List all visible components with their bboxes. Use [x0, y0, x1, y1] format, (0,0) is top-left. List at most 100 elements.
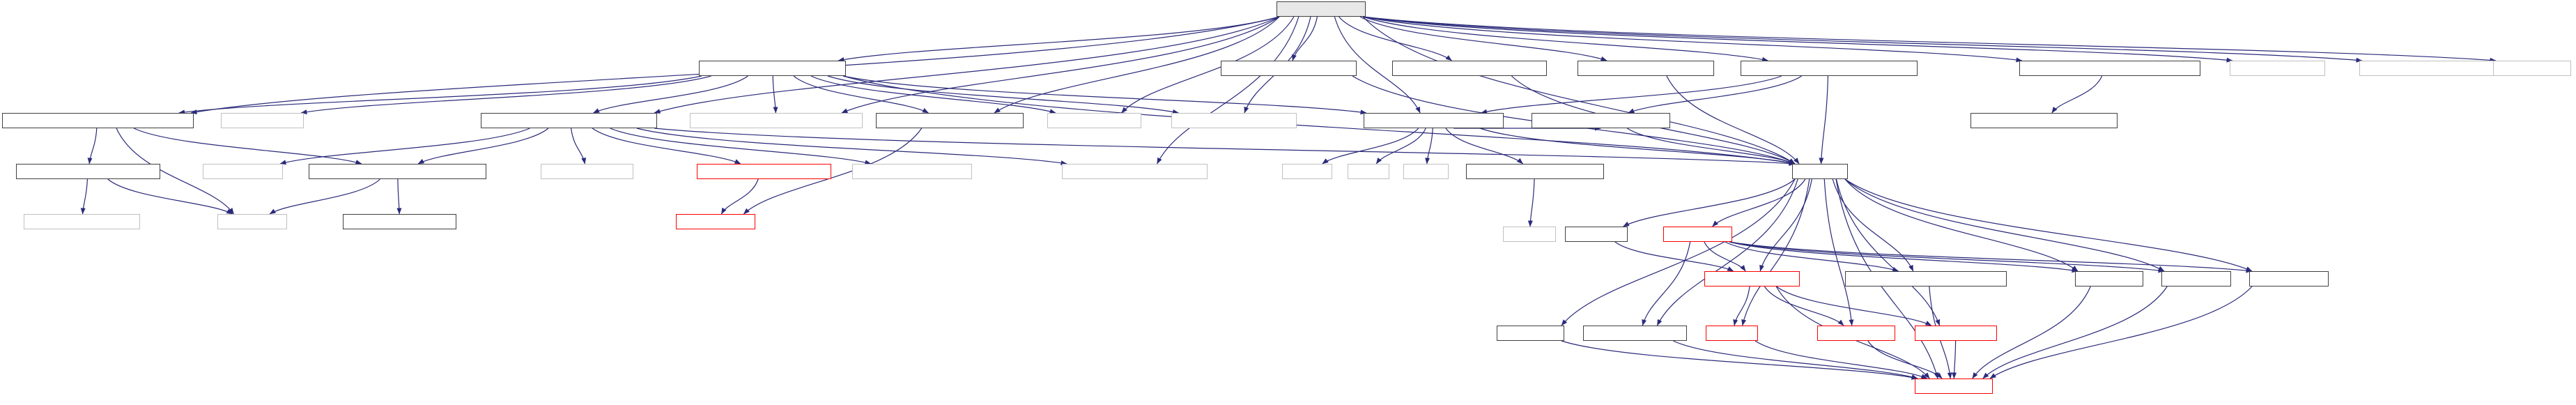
graph-node-iostream[interactable]: [1282, 164, 1332, 179]
graph-node-limits[interactable]: [343, 214, 456, 229]
graph-node-kfbase[interactable]: [1466, 164, 1604, 179]
graph-node-float32[interactable]: [1047, 113, 1141, 128]
edge-ros_init-to-ros_forwards: [1754, 340, 1928, 379]
edge-ekf3d_hpp-to-bodyforcereq: [827, 75, 1179, 114]
edge-kfcore-to-iostream: [1322, 128, 1419, 165]
graph-node-transform_listener[interactable]: [697, 164, 831, 179]
graph-node-ros_service_server[interactable]: [1583, 326, 1687, 341]
graph-node-ldtrav[interactable]: [2, 113, 194, 128]
graph-node-boost_noncopyable[interactable]: [24, 214, 140, 229]
edge-ros_param-to-ros_forwards: [1561, 340, 1918, 380]
graph-node-kfcore[interactable]: [1364, 113, 1504, 128]
edge-ekf3d_cpp-to-conversions: [1359, 16, 1607, 61]
graph-node-dynamicsloader[interactable]: [1392, 61, 1547, 76]
edge-ekf3d_cpp-to-navsts: [1362, 16, 2233, 63]
edge-ros_service-to-ros_single_sub_pub: [1725, 241, 1899, 272]
graph-node-ros_param[interactable]: [1497, 326, 1564, 341]
graph-node-vector[interactable]: [1348, 164, 1389, 179]
graph-node-boost_bind[interactable]: [2493, 61, 2571, 76]
edge-kfcore-to-kfbase: [1445, 128, 1523, 165]
graph-node-numbermanip[interactable]: [309, 164, 486, 179]
edge-ros_node_handle-to-ros_subscriber: [1776, 286, 1932, 326]
graph-node-bodyforcereq[interactable]: [1171, 113, 1297, 128]
edge-matrixloader-to-ros_ros: [1626, 128, 1796, 165]
graph-node-ros_service[interactable]: [1663, 227, 1732, 242]
graph-node-cassert[interactable]: [1403, 164, 1449, 179]
graph-node-conversions[interactable]: [1578, 61, 1714, 76]
edge-ssmodel-to-eigen_dense: [107, 178, 233, 215]
edge-ekf3d_hpp-to-transform_broadcaster: [793, 75, 929, 114]
edge-ekf3d_hpp-to-ned: [300, 75, 711, 114]
graph-node-ros_publisher[interactable]: [1817, 326, 1895, 341]
graph-node-navsatfix[interactable]: [852, 164, 972, 179]
edge-kfbase-to-stdexcept: [1527, 178, 1535, 227]
graph-node-ros_node_handle[interactable]: [1704, 271, 1800, 286]
edge-ros_topic-to-ros_node_handle: [1614, 241, 1734, 272]
graph-node-ros_topic[interactable]: [1565, 227, 1628, 242]
graph-node-ros_this_node[interactable]: [2249, 271, 2329, 286]
graph-node-stdexcept[interactable]: [1503, 227, 1556, 242]
graph-node-ssmodel[interactable]: [16, 164, 160, 179]
edge-sensorhandlers-to-ros_ros: [654, 128, 1796, 166]
graph-node-ned[interactable]: [221, 113, 304, 128]
graph-node-ros_ros[interactable]: [1792, 164, 1848, 179]
edge-ros_ros-to-ros_topic: [1623, 178, 1796, 227]
edge-ekf3d_hpp-to-sensorhandlers: [593, 75, 748, 114]
graph-node-ekf3d_cpp[interactable]: [1277, 1, 1366, 17]
edge-transform_broadcaster-to-tf2_buffer: [743, 128, 923, 215]
edge-ekf3d_hpp-to-ldtrav: [178, 75, 702, 115]
edge-ekf3d_cpp-to-sensorhandlers: [654, 16, 1280, 114]
graph-node-ros_forwards[interactable]: [1915, 379, 1993, 394]
edge-sensorhandlers-to-imu: [571, 128, 587, 165]
graph-node-geoutilities[interactable]: [1221, 61, 1357, 76]
graph-node-ekf3d_hpp[interactable]: [699, 61, 846, 76]
edge-ekf3d_cpp-to-ekf3d_hpp: [838, 16, 1280, 62]
edge-ros_ros-to-ros_forwards: [1835, 178, 1939, 379]
graph-node-ros_master[interactable]: [2161, 271, 2231, 286]
edge-numbermanip-to-limits: [396, 178, 402, 215]
edge-dynamicsparams-to-matrixfwd: [2051, 75, 2103, 114]
graph-node-transform_broadcaster[interactable]: [876, 113, 1024, 128]
edge-kfmodelloader-to-kfcore: [1481, 75, 1782, 114]
edge-ros_service-to-ros_this_node: [1729, 241, 2253, 273]
edge-ekf3d_cpp-to-dynamicsloader: [1339, 16, 1452, 61]
edge-ros_service_server-to-ros_forwards: [1673, 340, 1918, 379]
graph-node-ros_names[interactable]: [2075, 271, 2143, 286]
graph-node-matrixfwd[interactable]: [1970, 113, 2118, 128]
edge-kfcore-to-vector: [1375, 128, 1426, 165]
edge-ekf3d_hpp-to-modelparamsupdate: [772, 75, 778, 114]
edge-ekf3d_cpp-to-geoutilities: [1292, 16, 1318, 61]
edge-ros_ros-to-ros_subscriber: [1835, 178, 1941, 326]
graph-node-matrixloader[interactable]: [1532, 113, 1670, 128]
edge-ekf3d_cpp-to-transformstamped: [1362, 16, 2363, 63]
edge-kfmodelloader-to-ros_ros: [1819, 75, 1829, 165]
graph-node-imu[interactable]: [541, 164, 633, 179]
edge-ros_this_node-to-ros_forwards: [1989, 286, 2253, 379]
edge-ros_ros-to-ros_init: [1741, 178, 1810, 326]
graph-node-tf2_buffer[interactable]: [676, 214, 755, 229]
edge-sensorhandlers-to-navsatfix: [610, 128, 872, 165]
graph-node-sensorhandlers[interactable]: [481, 113, 657, 128]
graph-node-ros_init[interactable]: [1706, 326, 1758, 341]
graph-node-bool_h[interactable]: [203, 164, 283, 179]
graph-node-modelparamsupdate[interactable]: [690, 113, 863, 128]
graph-node-ros_single_sub_pub[interactable]: [1845, 271, 2007, 286]
edge-ldtrav-to-eigen_dense: [116, 128, 234, 215]
edge-ros_service-to-ros_master: [1729, 241, 2165, 273]
edge-ekf3d_cpp-to-boost_bind: [1362, 16, 2497, 63]
edge-sensorhandlers-to-numbermanip: [417, 128, 549, 165]
edge-kfcore-to-ros_ros: [1479, 128, 1796, 165]
edge-conversions-to-ros_ros: [1666, 75, 1800, 165]
edge-ekf3d_cpp-to-modelparamsupdate: [841, 16, 1280, 114]
edge-ekf3d_cpp-to-kfmodelloader: [1362, 16, 1769, 62]
graph-node-twiststamped[interactable]: [1062, 164, 1208, 179]
graph-node-dynamicsparams[interactable]: [2019, 61, 2200, 76]
graph-node-navsts[interactable]: [2230, 61, 2325, 76]
edge-ekf3d_hpp-to-ros_ros: [842, 75, 1796, 165]
edge-ekf3d_cpp-to-transform_broadcaster: [994, 16, 1280, 114]
graph-node-kfmodelloader[interactable]: [1741, 61, 1918, 76]
graph-node-ros_subscriber[interactable]: [1915, 326, 1997, 341]
graph-node-eigen_dense[interactable]: [217, 214, 287, 229]
